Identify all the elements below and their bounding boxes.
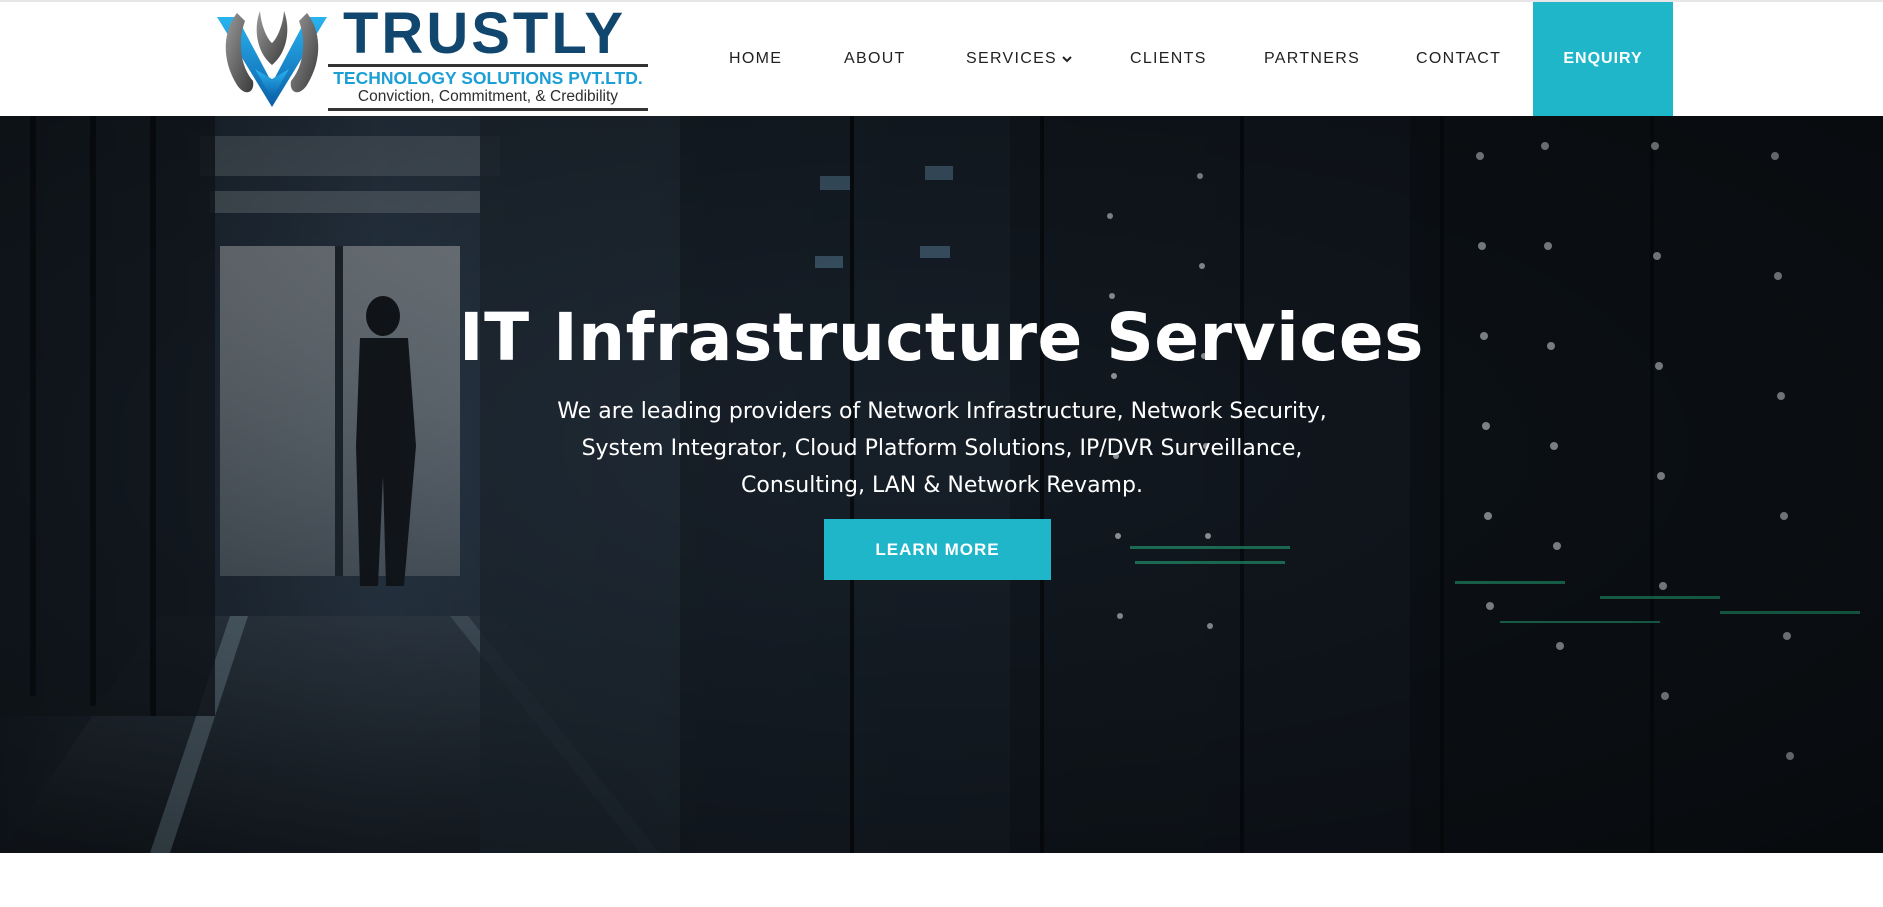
nav-clients[interactable]: CLIENTS (1130, 50, 1207, 67)
trustly-logo-mark-icon (217, 11, 327, 107)
hero-description: We are leading providers of Network Infr… (557, 399, 1327, 498)
site-logo[interactable]: TRUSTLY TECHNOLOGY SOLUTIONS PVT.LTD. Co… (215, 1, 649, 112)
logo-tagline: Conviction, Commitment, & Credibility (357, 88, 619, 105)
site-header: TRUSTLY TECHNOLOGY SOLUTIONS PVT.LTD. Co… (0, 2, 1883, 116)
chevron-down-icon (1062, 56, 1072, 63)
logo-subtitle: TECHNOLOGY SOLUTIONS PVT.LTD. (333, 68, 643, 88)
logo-divider (328, 64, 648, 67)
nav-services[interactable]: SERVICES (966, 2, 1073, 116)
hero-banner: IT Infrastructure Services We are leadin… (0, 116, 1883, 853)
nav-home[interactable]: HOME (729, 50, 783, 67)
hero-title: IT Infrastructure Services (459, 299, 1424, 377)
logo-divider (328, 108, 648, 111)
nav-contact[interactable]: CONTACT (1416, 50, 1502, 67)
hero-background-image (0, 116, 1883, 853)
nav-partners[interactable]: PARTNERS (1264, 50, 1361, 67)
nav-about[interactable]: ABOUT (844, 50, 906, 67)
enquiry-button[interactable]: ENQUIRY (1533, 2, 1673, 116)
logo-name: TRUSTLY (343, 1, 627, 66)
top-border (0, 0, 1883, 2)
nav-services-label: SERVICES (966, 50, 1058, 67)
learn-more-button[interactable]: LEARN MORE (824, 519, 1051, 580)
